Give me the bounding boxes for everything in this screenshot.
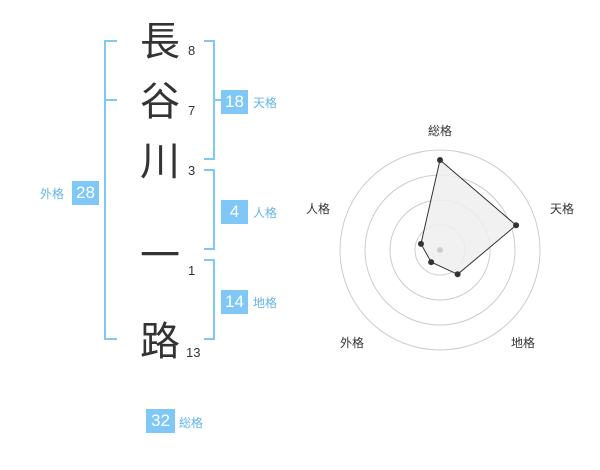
name-char-1: 長: [140, 19, 180, 65]
stroke-count-4: 1: [188, 263, 196, 278]
jinkaku-label: 人格: [253, 206, 278, 220]
radar-polygon: [420, 159, 517, 275]
chikaku-label: 地格: [253, 296, 278, 310]
radar-axis-label-gaikaku: 外格: [340, 336, 365, 350]
chikaku-bracket: [204, 259, 215, 340]
jinkaku-bracket: [204, 169, 215, 250]
gaikaku-label: 外格: [40, 187, 65, 201]
name-char-5: 路: [140, 319, 180, 365]
chikaku-value: 14: [221, 290, 248, 314]
tenkaku-value: 18: [221, 90, 248, 114]
radar-point: [513, 222, 520, 229]
gaikaku-bracket: [104, 40, 117, 340]
gaikaku-value: 28: [72, 181, 99, 205]
name-char-3: 川: [140, 139, 180, 185]
radar-point: [454, 271, 461, 278]
radar-point: [428, 259, 435, 266]
radar-axis-label-soukaku: 総格: [428, 124, 453, 138]
name-char-4: 一: [140, 233, 180, 279]
radar-point: [417, 240, 424, 247]
stroke-count-5: 13: [186, 345, 201, 360]
tenkaku-label: 天格: [253, 96, 278, 110]
radar-point: [437, 157, 443, 163]
radar-center-dot: [437, 247, 443, 253]
soukaku-value: 32: [146, 409, 175, 433]
radar-ring: [339, 149, 541, 351]
soukaku-label: 総格: [179, 416, 204, 430]
stroke-count-1: 8: [188, 43, 196, 58]
radar-axis-label-tenkaku: 天格: [550, 202, 575, 216]
jinkaku-value: 4: [221, 200, 248, 224]
fortune-brackets: [104, 40, 222, 340]
name-char-2: 谷: [140, 79, 180, 125]
stroke-count-3: 3: [188, 163, 196, 178]
stroke-count-2: 7: [188, 103, 196, 118]
radar-axis-label-chikaku: 地格: [511, 336, 536, 350]
radar-axis-label-jinkaku: 人格: [306, 202, 331, 216]
